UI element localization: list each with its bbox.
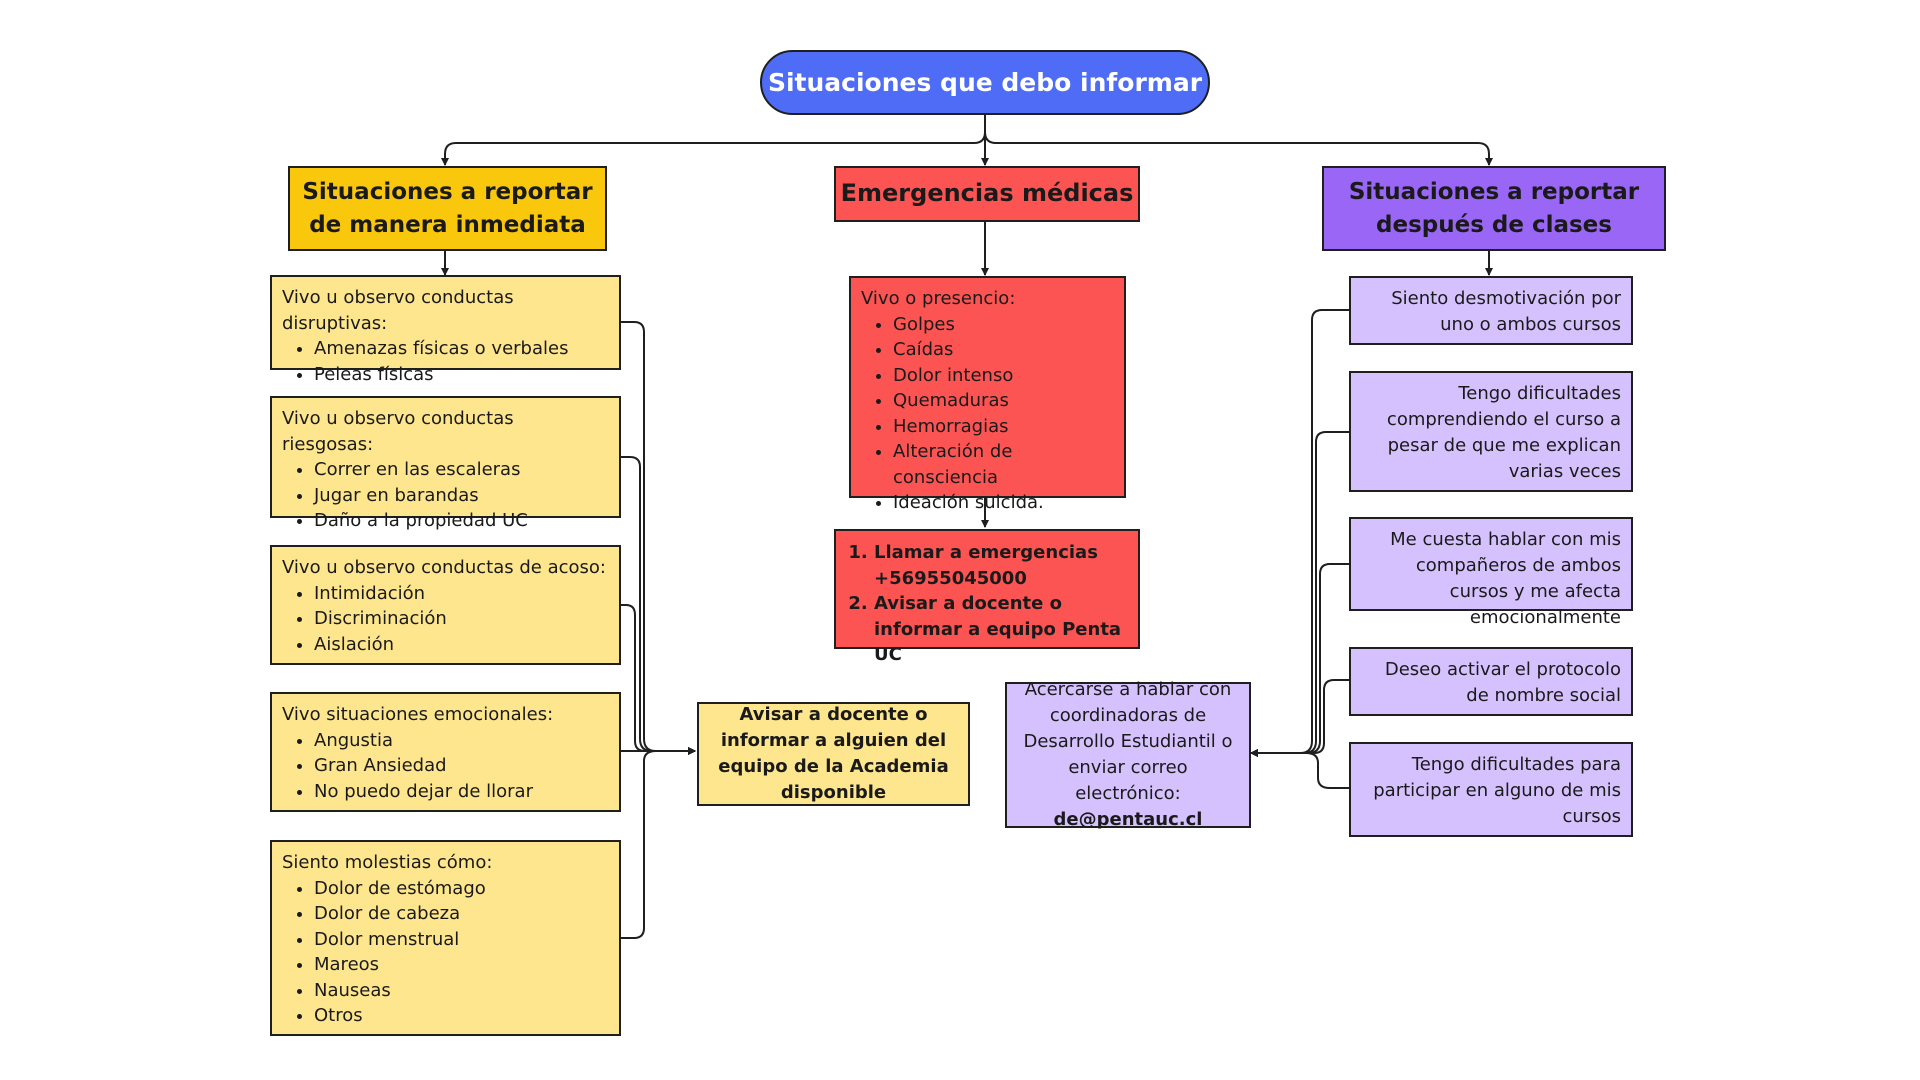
connector-title-left (441, 115, 986, 166)
list-item: Mareos (314, 952, 609, 978)
right-card-social-name: Deseo activar el protocolo de nombre soc… (1349, 647, 1633, 716)
connector-left-card-2 (621, 456, 696, 755)
heading-after-class: Situaciones a reportar después de clases (1322, 166, 1666, 251)
list-item: Alteración de consciencia (893, 439, 1114, 490)
right-card-comprehension: Tengo dificultades comprendiendo el curs… (1349, 371, 1633, 492)
connector-right-card-3 (1250, 563, 1349, 757)
list-item: Correr en las escaleras (314, 457, 609, 483)
list-item: Otros (314, 1003, 609, 1029)
left-card-discomfort: Siento molestias cómo: Dolor de estómago… (270, 840, 621, 1036)
left-card-harassment: Vivo u observo conductas de acoso: Intim… (270, 545, 621, 665)
connector-right-card-5 (1250, 749, 1349, 789)
list-item: Dolor menstrual (314, 927, 609, 953)
list-item: Hemorragias (893, 414, 1114, 440)
right-card-demotivation: Siento desmotivación por uno o ambos cur… (1349, 276, 1633, 345)
card-intro: Vivo situaciones emocionales: (282, 704, 554, 725)
connector-right-card-1 (1250, 309, 1349, 757)
list-item: Dolor de estómago (314, 876, 609, 902)
left-card-emotional: Vivo situaciones emocionales: Angustia G… (270, 692, 621, 812)
middle-card-witness: Vivo o presencio: Golpes Caídas Dolor in… (849, 276, 1126, 513)
list-item: Intimidación (314, 581, 609, 607)
list-item: Nauseas (314, 978, 609, 1004)
connector-right-card-2 (1250, 431, 1349, 757)
list-item: Ideación suicida. (893, 490, 1114, 516)
left-card-disruptive: Vivo u observo conductas disruptivas: Am… (270, 275, 621, 385)
list-item: Aislación (314, 632, 609, 658)
list-item: Angustia (314, 728, 609, 754)
list-item: Dolor de cabeza (314, 901, 609, 927)
connector-title-right (984, 115, 1493, 166)
middle-emergency-steps: Llamar a emergencias +56955045000 Avisar… (834, 529, 1140, 665)
card-intro: Siento molestias cómo: (282, 852, 493, 873)
list-item: Amenazas físicas o verbales (314, 336, 609, 362)
list-item: Quemaduras (893, 388, 1114, 414)
right-action-contact: Acercarse a hablar con coordinadoras de … (1005, 679, 1251, 830)
list-item: Peleas físicas (314, 362, 609, 388)
contact-instructions: Acercarse a hablar con coordinadoras de … (1023, 679, 1233, 804)
list-item: Golpes (893, 312, 1114, 338)
card-intro: Vivo o presencio: (861, 288, 1016, 309)
heading-medical-emergency: Emergencias médicas (834, 166, 1140, 222)
list-item: Dolor intenso (893, 363, 1114, 389)
list-item: Gran Ansiedad (314, 753, 609, 779)
step-call-emergency: Llamar a emergencias +56955045000 (874, 540, 1128, 591)
contact-email[interactable]: de@pentauc.cl (1053, 809, 1203, 830)
list-item: Jugar en barandas (314, 483, 609, 509)
left-action-notify-teacher: Avisar a docente o informar a alguien de… (697, 702, 970, 806)
card-intro: Vivo u observo conductas riesgosas: (282, 408, 514, 455)
list-item: Daño a la propiedad UC (314, 508, 609, 534)
right-card-participation: Tengo dificultades para participar en al… (1349, 742, 1633, 837)
connector-left-card-5 (621, 747, 696, 939)
card-intro: Vivo u observo conductas disruptivas: (282, 287, 514, 334)
right-card-social: Me cuesta hablar con mis compañeros de a… (1349, 517, 1633, 628)
connector-right-card-4 (1250, 679, 1349, 757)
list-item: Discriminación (314, 606, 609, 632)
left-card-risky: Vivo u observo conductas riesgosas: Corr… (270, 396, 621, 531)
heading-immediate: Situaciones a reportar de manera inmedia… (288, 166, 607, 251)
list-item: Caídas (893, 337, 1114, 363)
step-notify-teacher: Avisar a docente o informar a equipo Pen… (874, 591, 1128, 668)
connector-left-card-3 (621, 604, 696, 755)
diagram-title: Situaciones que debo informar (760, 50, 1210, 115)
list-item: No puedo dejar de llorar (314, 779, 609, 805)
card-intro: Vivo u observo conductas de acoso: (282, 557, 606, 578)
connector-left-card-1 (621, 321, 696, 755)
